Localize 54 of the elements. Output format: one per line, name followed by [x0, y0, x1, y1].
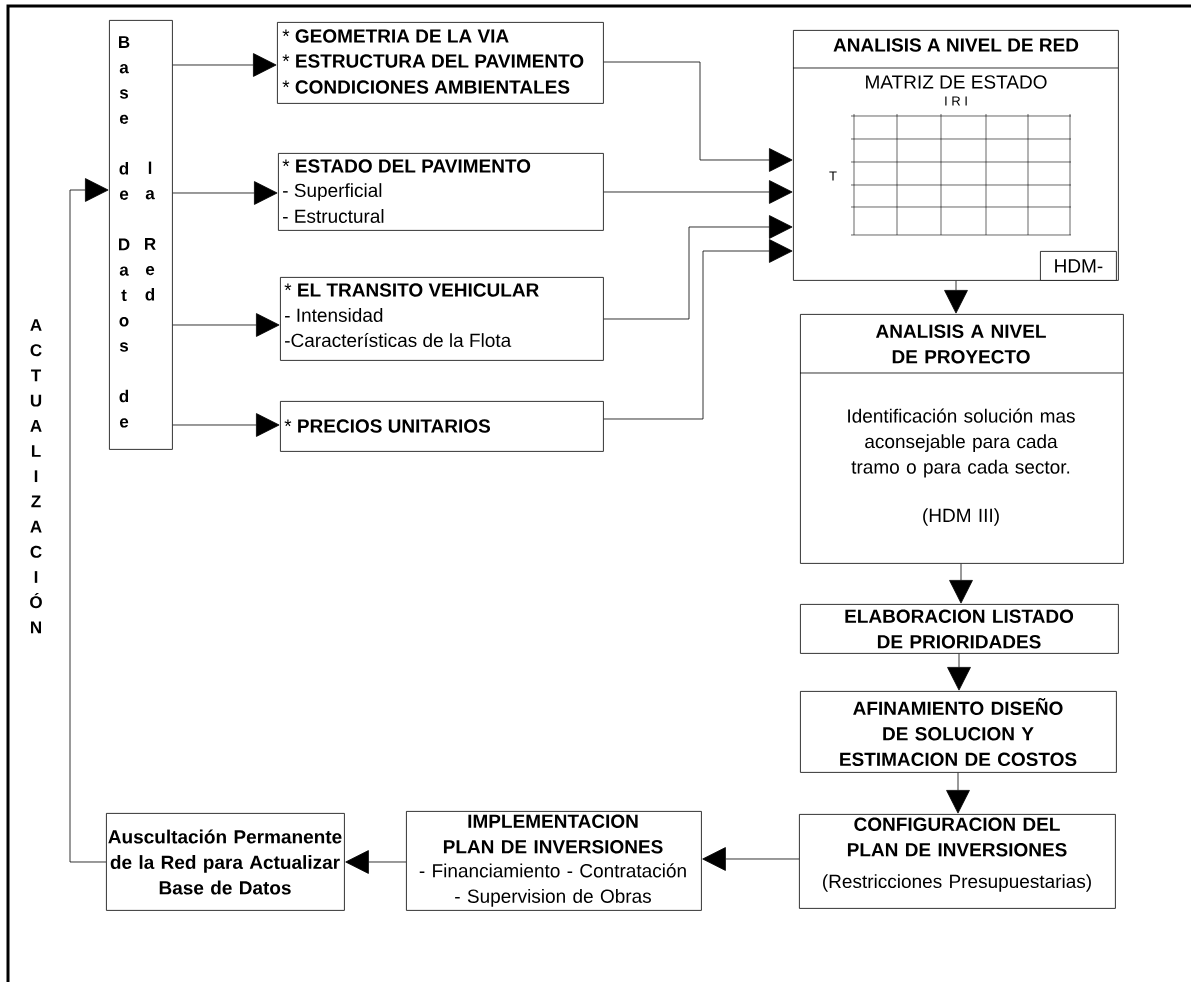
arrow	[172, 413, 280, 437]
description-text: Identificación solución mas aconsejable para cada tramo o para cada sector.	[848, 408, 1075, 478]
vertical-label: ACTUALIZACIÓN	[30, 319, 42, 634]
data-box	[277, 22, 604, 104]
box-text: CONFIGURACION DEL PLAN DE INVERSIONES	[847, 817, 1067, 857]
box-text: IMPLEMENTACION PLAN DE INVERSIONES	[443, 814, 663, 854]
list-item: *PRECIOS UNITARIOS	[284, 419, 490, 433]
analysis-panel	[792, 30, 1119, 281]
arrow	[603, 239, 793, 420]
analysis-panel	[799, 314, 1124, 564]
list-item: *EL TRANSITO VEHICULAR	[284, 283, 539, 297]
note-text: (Restricciones Presupuestarias)	[823, 874, 1091, 892]
arrow	[172, 53, 277, 77]
arrow	[345, 850, 407, 874]
arrow	[702, 847, 800, 871]
tag-box	[1040, 251, 1117, 281]
arrow	[947, 653, 971, 691]
arrow	[172, 313, 280, 337]
arrow	[944, 280, 968, 314]
list-item: *CONDICIONES AMBIENTALES	[282, 80, 570, 94]
process-box	[800, 691, 1117, 773]
data-box	[280, 401, 604, 452]
arrow	[949, 563, 973, 604]
arrow	[69, 178, 109, 863]
list-item: - Estructural	[283, 209, 384, 223]
axis-label: T	[829, 171, 837, 181]
data-box	[278, 153, 604, 231]
data-box	[280, 277, 604, 361]
list-item: - Superficial	[283, 183, 382, 201]
arrow	[172, 181, 278, 205]
database-box: Base de Datos de la Red	[109, 20, 173, 450]
list-item: *ESTRUCTURA DEL PAVIMENTO	[282, 54, 584, 68]
arrow	[946, 772, 970, 814]
list-item: *GEOMETRIA DE LA VIA	[282, 29, 509, 43]
axis-label: I R I	[945, 96, 967, 106]
note-text: - Financiamiento - Contratación - Supervision de Obras	[419, 863, 686, 907]
arrow	[603, 215, 793, 320]
process-box	[406, 811, 702, 911]
list-item: *ESTADO DEL PAVIMENTO	[282, 159, 531, 173]
box-heading: ANALISIS A NIVEL DE PROYECTO	[875, 324, 1046, 364]
matrix-title: MATRIZ DE ESTADO	[866, 75, 1047, 89]
box-text: Auscultación Permanente de la Red para Actualizar Base de Datos	[108, 829, 342, 895]
arrow	[603, 180, 793, 204]
box-text: ELABORACION LISTADO DE PRIORIDADES	[845, 609, 1074, 649]
arrow	[603, 61, 793, 172]
note-text: (HDM III)	[923, 508, 999, 526]
process-box	[106, 813, 345, 911]
list-item: - Intensidad	[285, 308, 383, 322]
box-text: AFINAMIENTO DISEÑO DE SOLUCION Y ESTIMACION DE COSTOS	[840, 697, 1077, 767]
process-box	[800, 604, 1119, 654]
process-box	[799, 814, 1116, 909]
tag-text: HDM-	[1055, 259, 1103, 273]
box-heading: ANALISIS A NIVEL DE RED	[833, 38, 1079, 52]
list-item: -Características de la Flota	[285, 332, 512, 348]
